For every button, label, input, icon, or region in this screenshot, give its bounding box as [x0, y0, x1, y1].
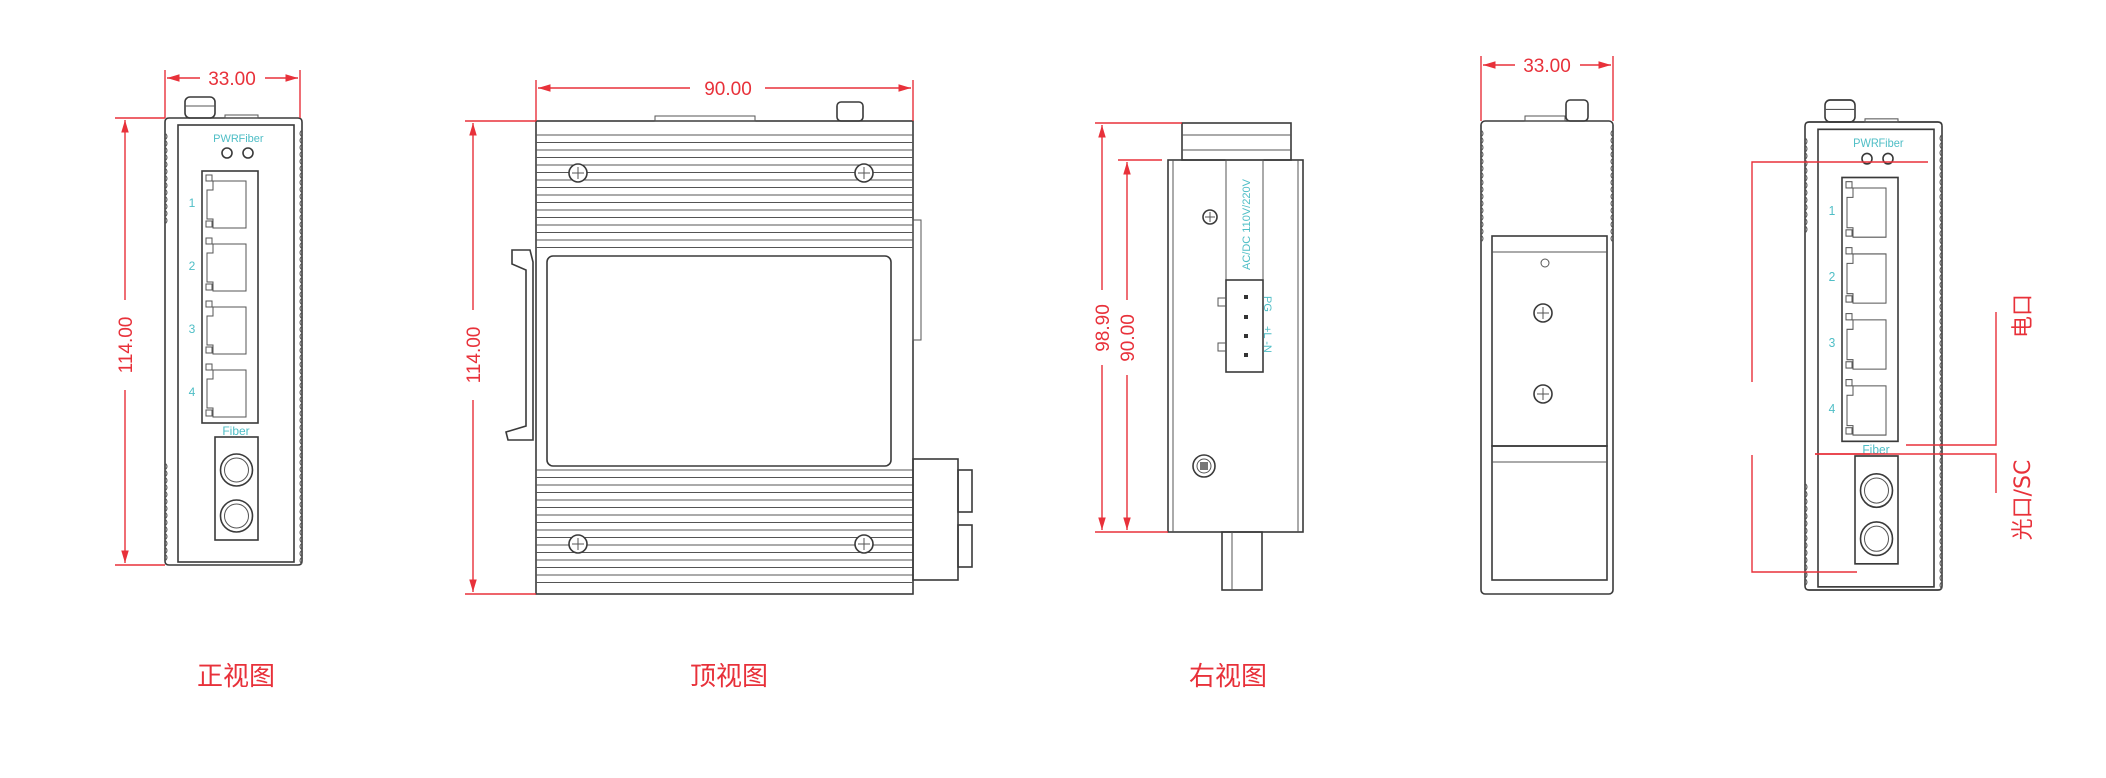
right-view: AC/DC 110V/220V PG +L -N — [1167, 122, 1304, 591]
rj45-port-4[interactable] — [1845, 379, 1887, 436]
fiber-led-icon — [242, 147, 254, 159]
ground-screw-icon — [1192, 454, 1216, 478]
rj45-port-block — [1841, 176, 1899, 443]
front-width-value: 33.00 — [208, 69, 256, 90]
rj45-port-3[interactable] — [1845, 313, 1887, 370]
sc-fiber-port[interactable] — [214, 436, 259, 541]
port-number: 3 — [189, 322, 196, 336]
fiber-label: Fiber — [222, 424, 249, 438]
sc-tx-icon — [1859, 472, 1894, 509]
fiber-connector-bottom — [1221, 531, 1263, 591]
screw-icon — [854, 534, 874, 554]
led-label-fiber: Fiber — [238, 133, 263, 145]
optical-port-label: 光口/SC — [2011, 460, 2036, 541]
power-terminal — [1225, 279, 1264, 373]
port-number: 1 — [1829, 204, 1836, 218]
sc-rx-icon — [219, 499, 254, 533]
cooling-ridges — [164, 129, 303, 565]
fiber-connector-side — [912, 458, 959, 581]
port-number: 2 — [189, 259, 196, 273]
front-height-value: 114.00 — [116, 317, 137, 374]
sc-rx-icon — [1859, 521, 1894, 557]
front-height-dimension: 114.00 — [115, 117, 165, 566]
right-height-dimensions: 98.90 90.00 — [1093, 122, 1182, 533]
top-height-dimension: 114.00 — [464, 120, 536, 595]
screw-icon — [1202, 209, 1218, 225]
din-rail-mount — [1491, 235, 1608, 447]
antenna-connector — [836, 101, 864, 122]
cooling-ribs — [536, 134, 913, 583]
rj45-port-1[interactable] — [1845, 181, 1887, 238]
port-number: 3 — [1829, 336, 1836, 350]
fiber-led-icon — [1882, 152, 1894, 165]
port-number: 4 — [189, 385, 196, 399]
sc-fiber-port[interactable] — [1854, 455, 1899, 565]
screw-icon — [568, 163, 588, 183]
sc-tx-icon — [219, 453, 254, 487]
antenna-connector — [1824, 99, 1856, 123]
led-label-pwr: PWR — [1853, 138, 1879, 150]
top-width-dimension: 90.00 — [535, 79, 914, 121]
cooling-ridges — [1804, 134, 1943, 590]
screw-icon — [854, 163, 874, 183]
back-width-value: 33.00 — [1523, 56, 1571, 77]
din-rail-clip — [505, 249, 534, 441]
port-number: 2 — [1829, 270, 1836, 284]
din-rail-block — [1181, 122, 1292, 161]
fiber-label: Fiber — [1862, 443, 1889, 457]
right-view-caption: 右视图 — [1189, 662, 1267, 692]
led-label-pwr: PWR — [213, 133, 239, 145]
label-window — [546, 255, 892, 467]
rj45-port-block — [201, 170, 259, 424]
front-width-dimension: 33.00 — [164, 69, 301, 118]
terminal-label-pg: PG — [1261, 296, 1273, 312]
back-width-dimension: 33.00 — [1480, 56, 1614, 121]
screw-icon — [1533, 303, 1553, 323]
rj45-port-2[interactable] — [1845, 247, 1887, 304]
rj45-port-2[interactable] — [205, 237, 247, 292]
top-view — [505, 101, 973, 595]
right-total-height-value: 98.90 — [1093, 304, 1114, 352]
front-view-caption: 正视图 — [197, 662, 275, 692]
screw-icon — [568, 534, 588, 554]
led-label-fiber: Fiber — [1878, 138, 1903, 150]
electrical-port-label: 电口 — [2011, 294, 2036, 338]
terminal-label-power: +L -N — [1261, 326, 1273, 353]
port-number: 1 — [189, 196, 196, 210]
right-body-height-value: 90.00 — [1118, 314, 1139, 362]
screw-icon — [1533, 384, 1553, 404]
antenna-connector — [184, 96, 216, 119]
top-view-caption: 顶视图 — [690, 662, 768, 692]
power-label: AC/DC 110V/220V — [1241, 178, 1253, 270]
back-view — [1480, 99, 1614, 595]
pwr-led-icon — [221, 147, 233, 159]
top-height-value: 114.00 — [464, 327, 485, 384]
rj45-port-1[interactable] — [205, 174, 247, 229]
port-callouts: 电口 光口/SC — [1751, 161, 2036, 573]
pwr-led-icon — [1861, 152, 1873, 165]
top-width-value: 90.00 — [704, 79, 752, 100]
port-number: 4 — [1829, 402, 1836, 416]
rj45-port-4[interactable] — [205, 363, 247, 418]
antenna-connector — [1565, 99, 1589, 122]
rj45-port-3[interactable] — [205, 300, 247, 355]
